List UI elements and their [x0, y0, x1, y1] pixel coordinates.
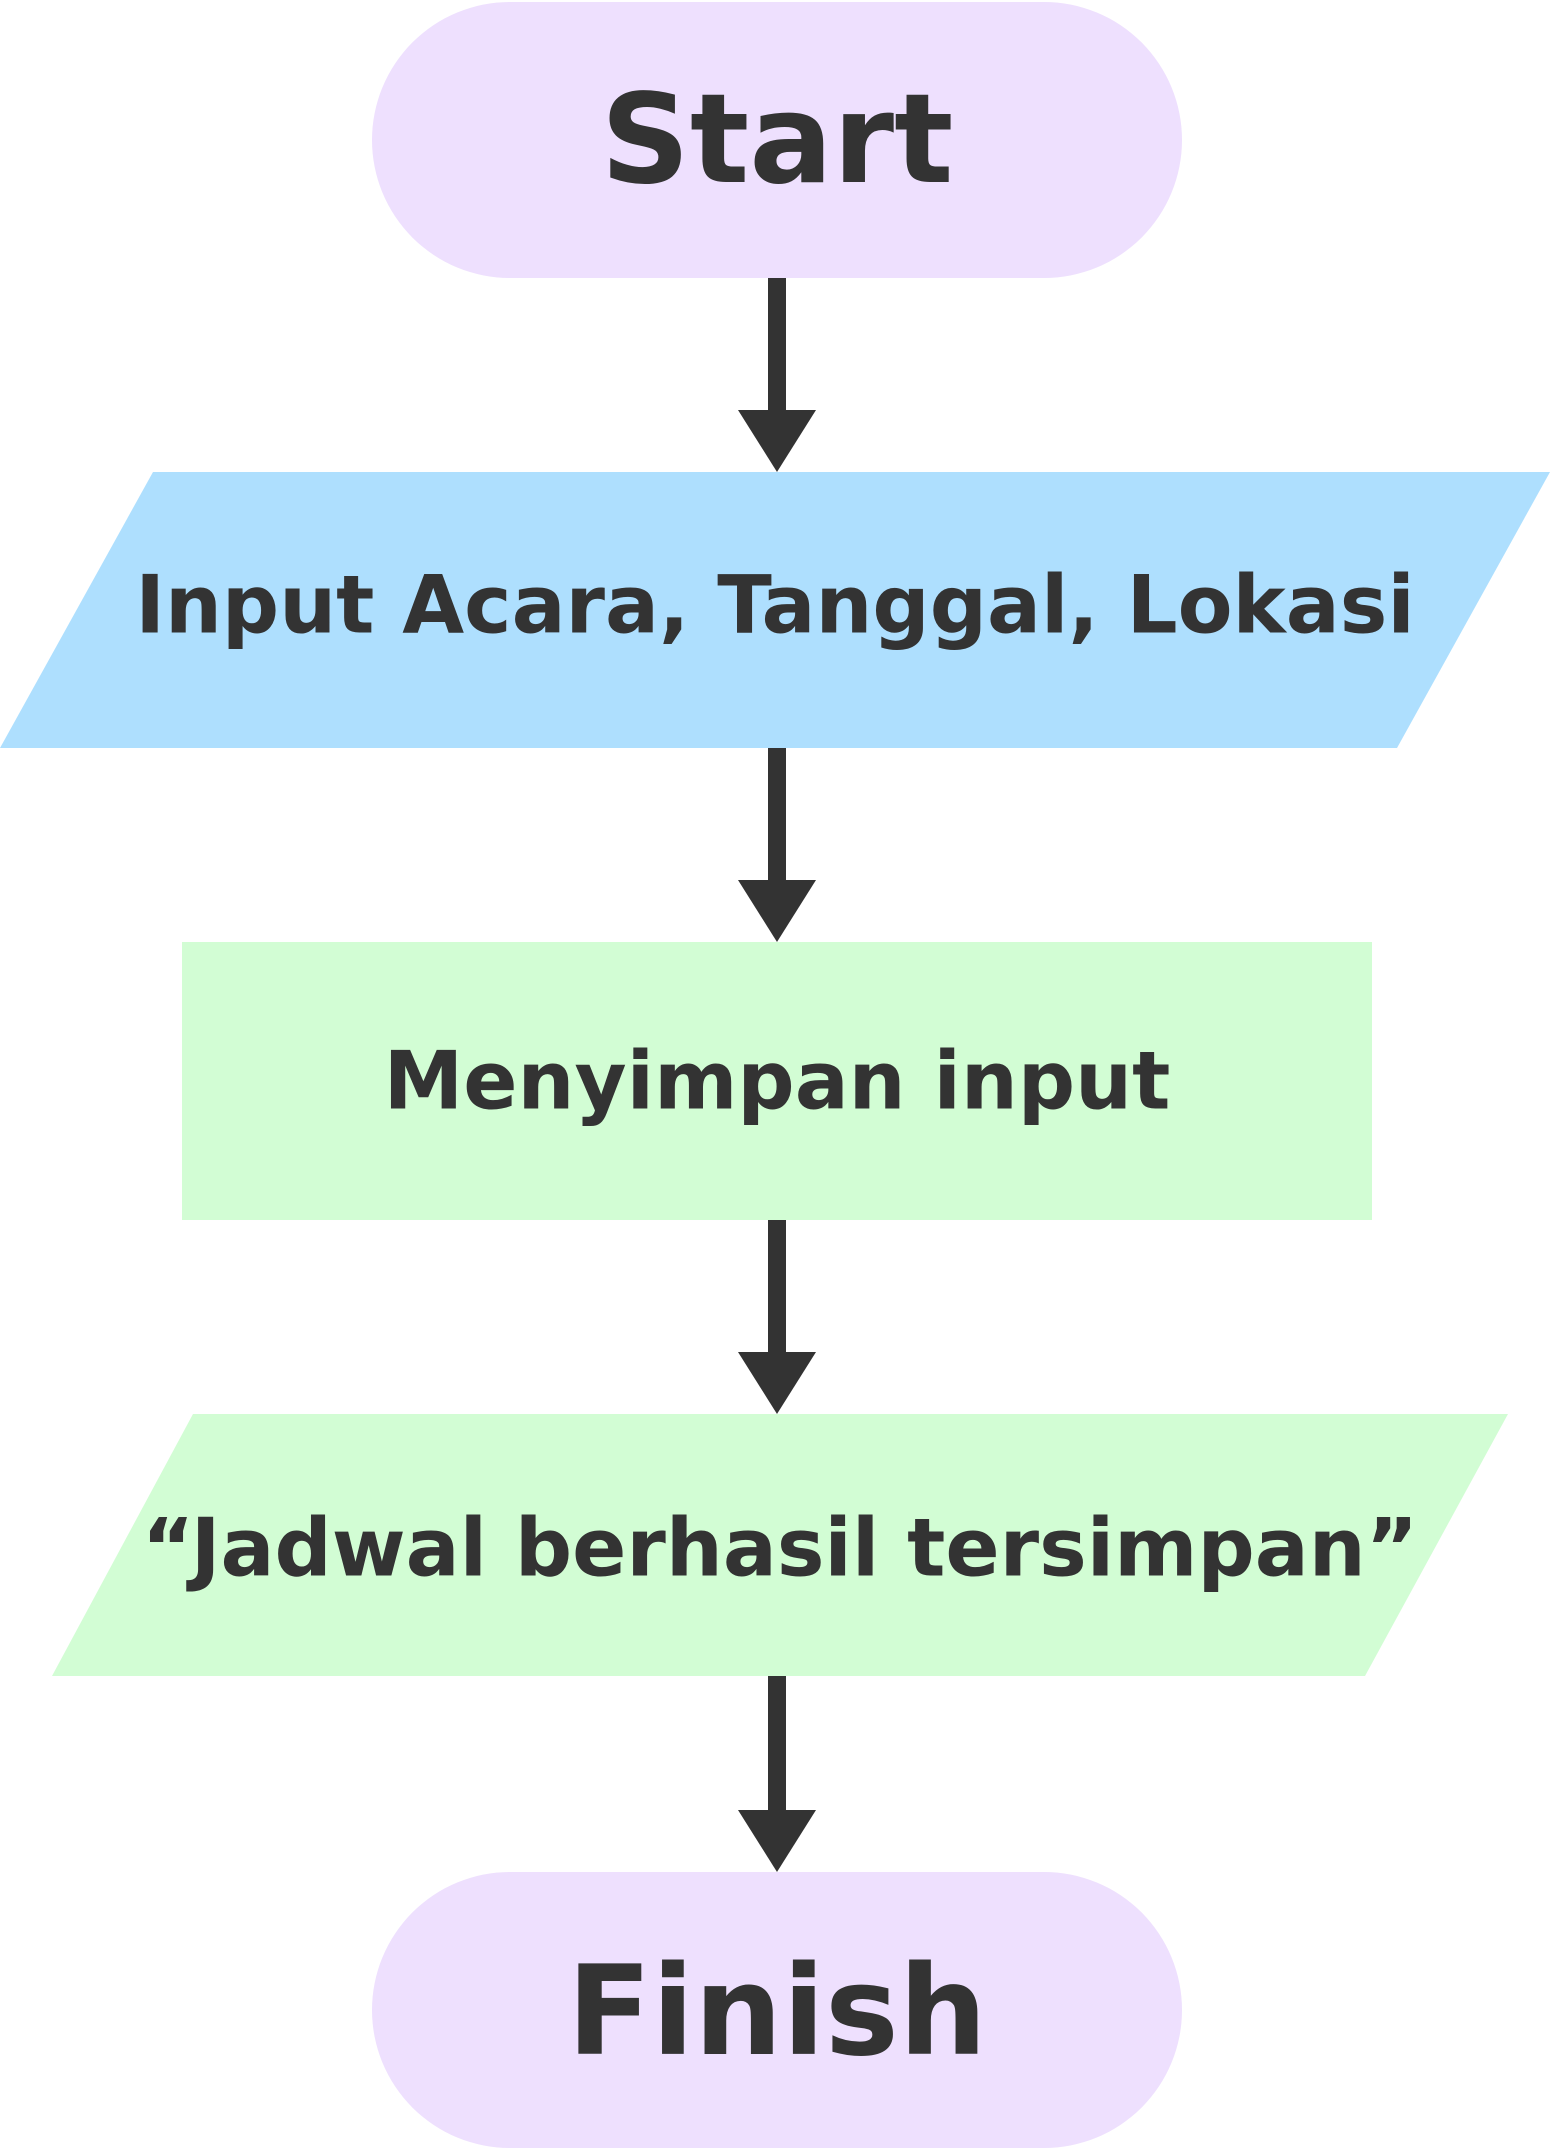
arrow-start-to-input	[738, 278, 816, 472]
process-label: Menyimpan input	[384, 1035, 1171, 1128]
start-shape	[372, 2, 1182, 278]
arrow-head	[738, 1352, 816, 1414]
finish-shape	[372, 1872, 1182, 2148]
process-shape	[182, 942, 1372, 1220]
arrow-output-to-finish	[738, 1676, 816, 1872]
finish-label: Finish	[567, 1940, 987, 2084]
input-label: Input Acara, Tanggal, Lokasi	[135, 559, 1415, 652]
finish-node: Finish	[372, 1872, 1182, 2148]
input-shape	[0, 472, 1550, 748]
output-shape	[52, 1414, 1508, 1676]
arrow-process-to-output	[738, 1220, 816, 1414]
arrow-head	[738, 880, 816, 942]
start-label: Start	[601, 68, 954, 212]
arrow-head	[738, 1810, 816, 1872]
process-node: Menyimpan input	[182, 942, 1372, 1220]
arrow-head	[738, 410, 816, 472]
input-node: Input Acara, Tanggal, Lokasi	[0, 472, 1550, 748]
start-node: Start	[372, 2, 1182, 278]
output-node: “Jadwal berhasil tersimpan”	[52, 1414, 1508, 1676]
output-label: “Jadwal berhasil tersimpan”	[142, 1502, 1419, 1595]
arrow-input-to-process	[738, 748, 816, 942]
